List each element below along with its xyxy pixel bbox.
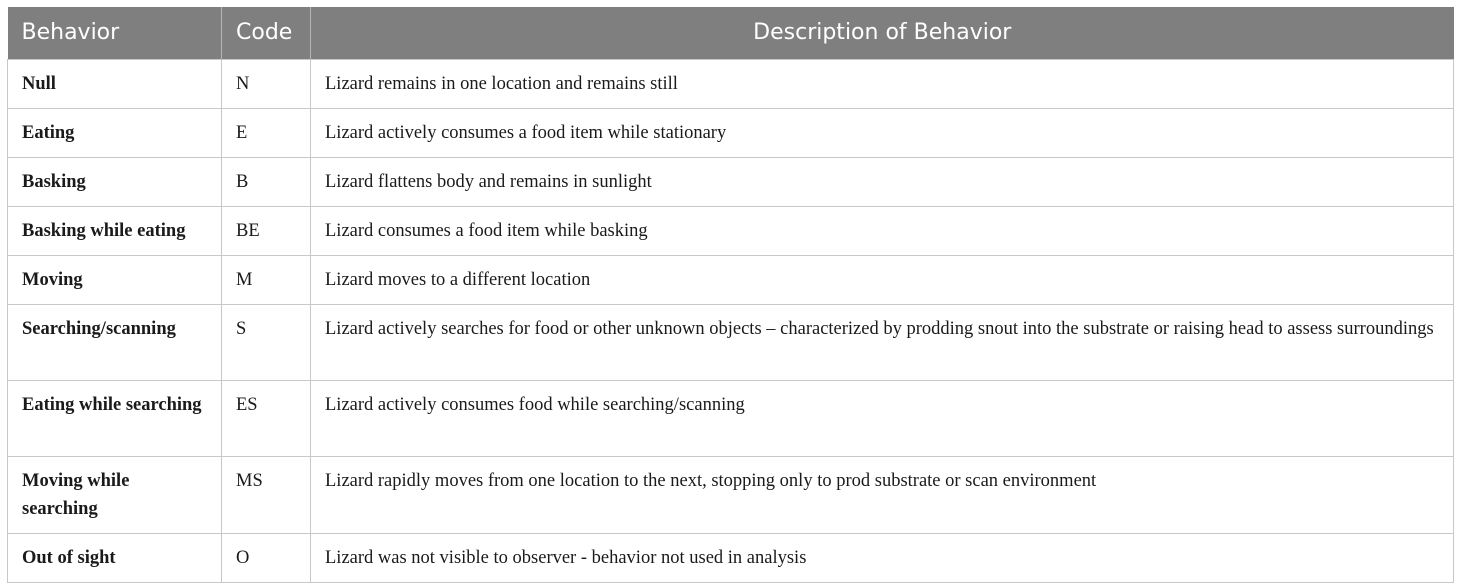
- table-row: Basking B Lizard flattens body and remai…: [7, 156, 1454, 207]
- table-row: Moving M Lizard moves to a different loc…: [7, 254, 1454, 305]
- description-cell: Lizard actively consumes a food item whi…: [310, 107, 1454, 158]
- header-row: Behavior Code Description of Behavior: [7, 7, 1454, 59]
- code-cell: S: [221, 303, 311, 381]
- behavior-cell: Moving: [7, 254, 222, 305]
- behavior-cell: Moving while searching: [7, 455, 222, 534]
- description-cell: Lizard was not visible to observer - beh…: [310, 532, 1454, 583]
- code-cell: BE: [221, 205, 311, 256]
- description-cell: Lizard rapidly moves from one location t…: [310, 455, 1454, 534]
- behavior-cell: Eating while searching: [7, 379, 222, 457]
- behavior-cell: Basking while eating: [7, 205, 222, 256]
- behavior-cell: Out of sight: [7, 532, 222, 583]
- code-cell: E: [221, 107, 311, 158]
- description-cell: Lizard moves to a different location: [310, 254, 1454, 305]
- table-row: Moving while searching MS Lizard rapidly…: [7, 455, 1454, 534]
- behavior-table: Behavior Code Description of Behavior Nu…: [7, 7, 1454, 583]
- code-cell: N: [221, 58, 311, 109]
- behavior-table-container: Behavior Code Description of Behavior Nu…: [7, 7, 1454, 583]
- table-row: Eating while searching ES Lizard activel…: [7, 379, 1454, 457]
- code-cell: B: [221, 156, 311, 207]
- description-cell: Lizard remains in one location and remai…: [310, 58, 1454, 109]
- table-row: Basking while eating BE Lizard consumes …: [7, 205, 1454, 256]
- behavior-cell: Eating: [7, 107, 222, 158]
- code-cell: O: [221, 532, 311, 583]
- code-cell: M: [221, 254, 311, 305]
- table-row: Out of sight O Lizard was not visible to…: [7, 532, 1454, 583]
- behavior-cell: Basking: [7, 156, 222, 207]
- table-header: Behavior Code Description of Behavior: [7, 7, 1454, 59]
- behavior-cell: Null: [7, 58, 222, 109]
- header-code: Code: [221, 7, 311, 59]
- description-cell: Lizard consumes a food item while baskin…: [310, 205, 1454, 256]
- header-behavior: Behavior: [7, 7, 222, 59]
- header-description: Description of Behavior: [310, 7, 1454, 59]
- description-cell: Lizard flattens body and remains in sunl…: [310, 156, 1454, 207]
- description-cell: Lizard actively consumes food while sear…: [310, 379, 1454, 457]
- code-cell: MS: [221, 455, 311, 534]
- description-cell: Lizard actively searches for food or oth…: [310, 303, 1454, 381]
- table-row: Eating E Lizard actively consumes a food…: [7, 107, 1454, 158]
- table-row: Searching/scanning S Lizard actively sea…: [7, 303, 1454, 381]
- table-row: Null N Lizard remains in one location an…: [7, 58, 1454, 109]
- code-cell: ES: [221, 379, 311, 457]
- table-body: Null N Lizard remains in one location an…: [7, 58, 1454, 583]
- behavior-cell: Searching/scanning: [7, 303, 222, 381]
